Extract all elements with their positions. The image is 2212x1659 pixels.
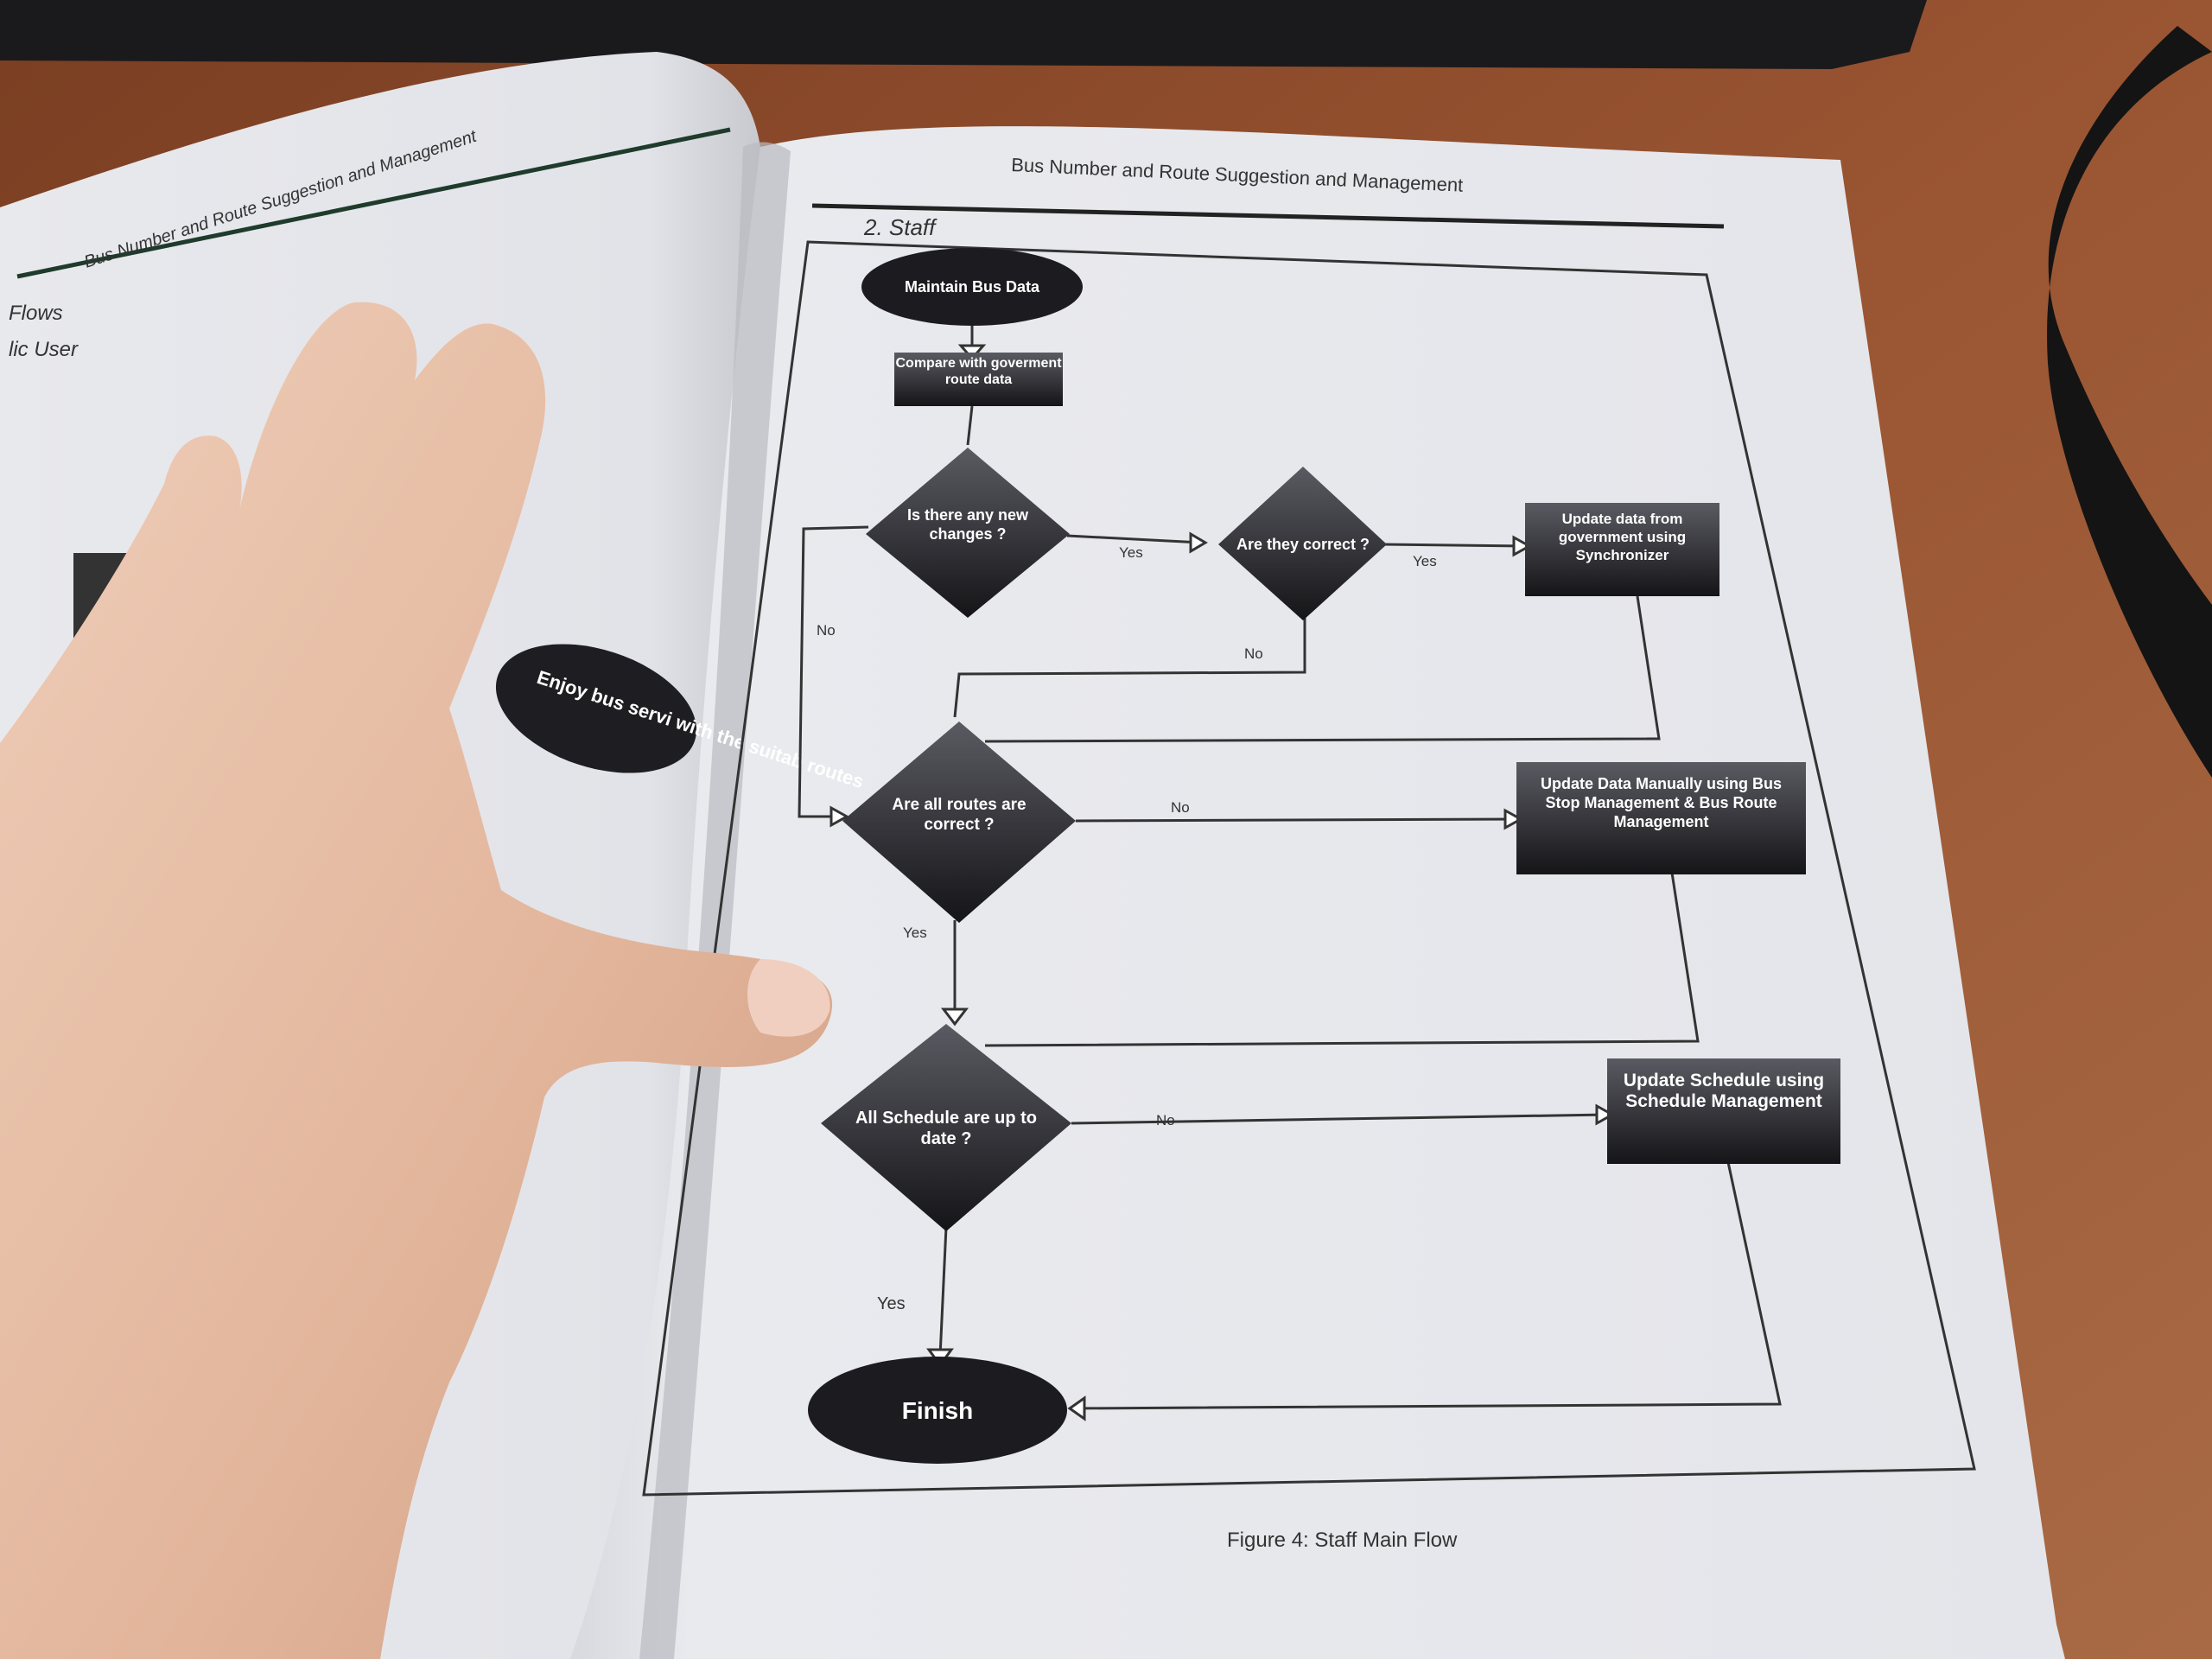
flow-start-label: Maintain Bus Data [905,278,1040,296]
flow-update-manual-label: Update Data Manually using Bus Stop Mana… [1540,775,1783,830]
label-no-1: No [1244,645,1263,662]
flow-decision-changes-label: Is there any new changes ? [906,506,1029,543]
hand [0,302,832,1659]
spine-shadow [639,142,791,1659]
flow-decision-schedule-label: All Schedule are up to date ? [855,1109,1038,1148]
page-header-rule [811,203,1725,229]
flow-update-gov-node: Update data from government using Synchr… [1525,503,1719,596]
branch-labels: Yes Yes No No No Yes No Yes [817,544,1437,1313]
flow-start-node: Maintain Bus Data [861,248,1083,326]
laptop-edge [0,0,1927,69]
flow-connectors [798,318,1782,1410]
fingernail [747,959,830,1037]
flow-finish-node: Finish [808,1357,1067,1464]
label-no-2: No [817,622,836,639]
flow-finish-label: Finish [902,1397,973,1424]
figure-caption: Figure 4: Staff Main Flow [1227,1529,1458,1552]
left-sub-heading: lic User [9,338,79,361]
section-title: 2. Staff [863,214,938,240]
figure-frame [642,240,1976,1497]
label-yes-4: Yes [877,1294,906,1313]
label-no-4: No [1156,1112,1175,1128]
flow-update-manual-node: Update Data Manually using Bus Stop Mana… [1516,762,1806,874]
flow-compare-node: Compare with goverment route data [894,353,1063,406]
flow-decision-correct: Are they correct ? [1218,467,1387,620]
flow-update-schedule-node: Update Schedule using Schedule Managemen… [1607,1058,1840,1164]
left-section-heading: Flows [9,302,63,325]
flow-decision-changes: Is there any new changes ? [866,448,1070,618]
flow-update-gov-label: Update data from government using Synchr… [1558,511,1687,563]
label-yes-1: Yes [1119,544,1143,561]
flow-decision-correct-label: Are they correct ? [1236,536,1370,553]
left-fragment-terminator [495,644,697,773]
arrowheads [830,344,1616,1421]
right-page [570,126,2065,1659]
left-header-rule [16,127,731,279]
label-yes-2: Yes [1413,553,1437,569]
flow-decision-routes: Are all routes are correct ? [842,721,1076,923]
label-yes-3: Yes [903,925,927,941]
flow-update-schedule-label: Update Schedule using Schedule Managemen… [1623,1071,1825,1111]
flow-decision-routes-label: Are all routes are correct ? [892,796,1027,834]
flow-decision-schedule: All Schedule are up to date ? [821,1024,1071,1231]
cable [2047,26,2212,778]
flow-compare-label: Compare with goverment route data [895,356,1062,387]
label-no-3: No [1171,799,1190,816]
